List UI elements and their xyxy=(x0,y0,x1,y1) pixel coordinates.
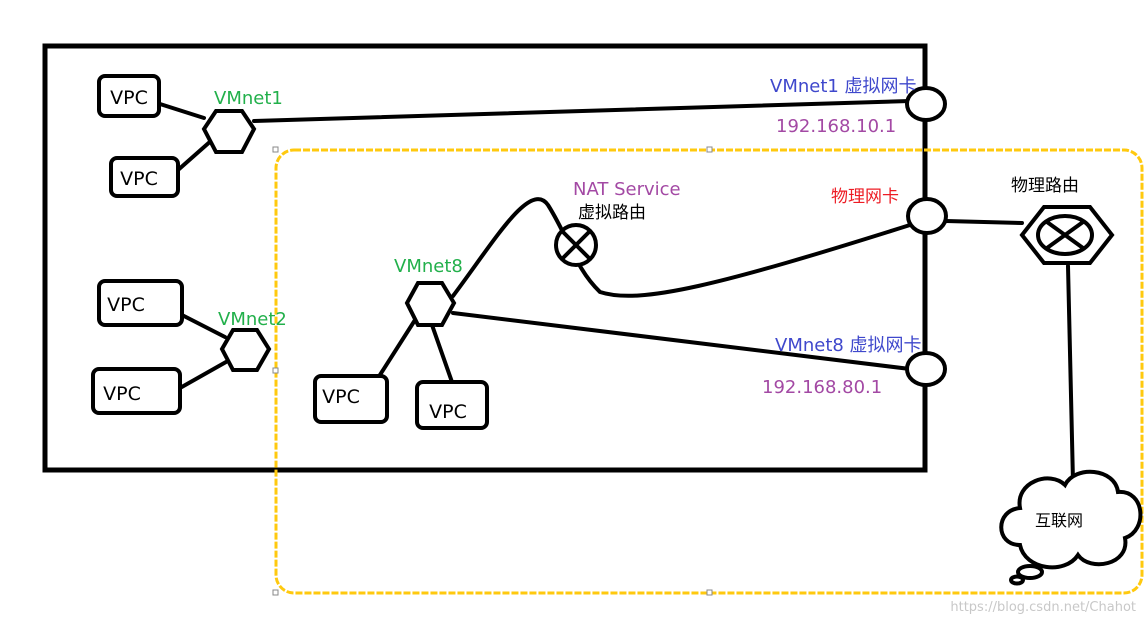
physical-router-label: 物理路由 xyxy=(1011,176,1079,196)
vmnet1-adapter-label: VMnet1 虚拟网卡 xyxy=(770,76,917,97)
vmnet8-ip-label: 192.168.80.1 xyxy=(762,377,882,398)
router-to-internet-line xyxy=(1066,264,1075,484)
vmnet8-adapter-icon xyxy=(905,351,947,387)
vpc-box-3 xyxy=(97,279,184,327)
vpc-box-2 xyxy=(109,156,180,198)
virtual-router-label: 虚拟路由 xyxy=(578,203,646,223)
vmnet8-to-vpc5-line xyxy=(376,318,417,380)
host-machine-box xyxy=(42,43,928,473)
vmnet1-switch-icon xyxy=(201,109,257,154)
vmnet8-to-nat-line xyxy=(451,197,912,298)
vmnet8-label: VMnet8 xyxy=(394,256,463,277)
vpc2-to-vmnet1-line xyxy=(176,138,214,172)
vmnet8-to-vpc6-line xyxy=(430,323,454,384)
vmnet1-adapter-icon xyxy=(905,86,947,122)
vpc1-to-vmnet1-line xyxy=(158,102,206,120)
vpc-label-5: VPC xyxy=(322,386,360,408)
connection-lines xyxy=(158,99,1075,484)
vpc-label-2: VPC xyxy=(120,168,158,190)
internet-label: 互联网 xyxy=(1035,511,1083,530)
vmnet8-switch-icon xyxy=(404,281,457,327)
vpc-label-6: VPC xyxy=(429,401,467,423)
physical-nic-label: 物理网卡 xyxy=(831,187,899,207)
vpc-label-3: VPC xyxy=(107,294,145,316)
vpc3-to-vmnet2-line xyxy=(180,313,227,339)
vmnet8-adapter-label: VMnet8 虚拟网卡 xyxy=(775,335,922,356)
vpc-label-1: VPC xyxy=(110,87,148,109)
vpc-label-4: VPC xyxy=(103,383,141,405)
nat-router-icon xyxy=(554,223,598,267)
vmnet8-to-adapter-line xyxy=(451,311,912,371)
watermark-text: https://blog.csdn.net/Chahot xyxy=(950,600,1136,615)
vpc4-to-vmnet2-line xyxy=(178,360,228,390)
vmnet2-switch-icon xyxy=(219,328,272,372)
vpc-box-6 xyxy=(415,380,489,430)
vmnet2-label: VMnet2 xyxy=(218,309,287,330)
physical-nic-icon xyxy=(906,197,948,235)
vpc-box-5 xyxy=(313,374,389,424)
nat-service-label: NAT Service xyxy=(573,179,681,200)
selection-handles xyxy=(272,146,713,596)
physical-router-icon xyxy=(1019,205,1115,265)
vmnet1-label: VMnet1 xyxy=(214,88,283,109)
vpc-box-4 xyxy=(91,367,182,415)
nic-to-router-line xyxy=(944,219,1024,225)
vmnet1-to-adapter-line xyxy=(252,99,912,123)
vmnet1-ip-label: 192.168.10.1 xyxy=(776,116,896,137)
vpc-box-1 xyxy=(97,74,161,118)
internet-cloud-icon xyxy=(999,469,1143,586)
